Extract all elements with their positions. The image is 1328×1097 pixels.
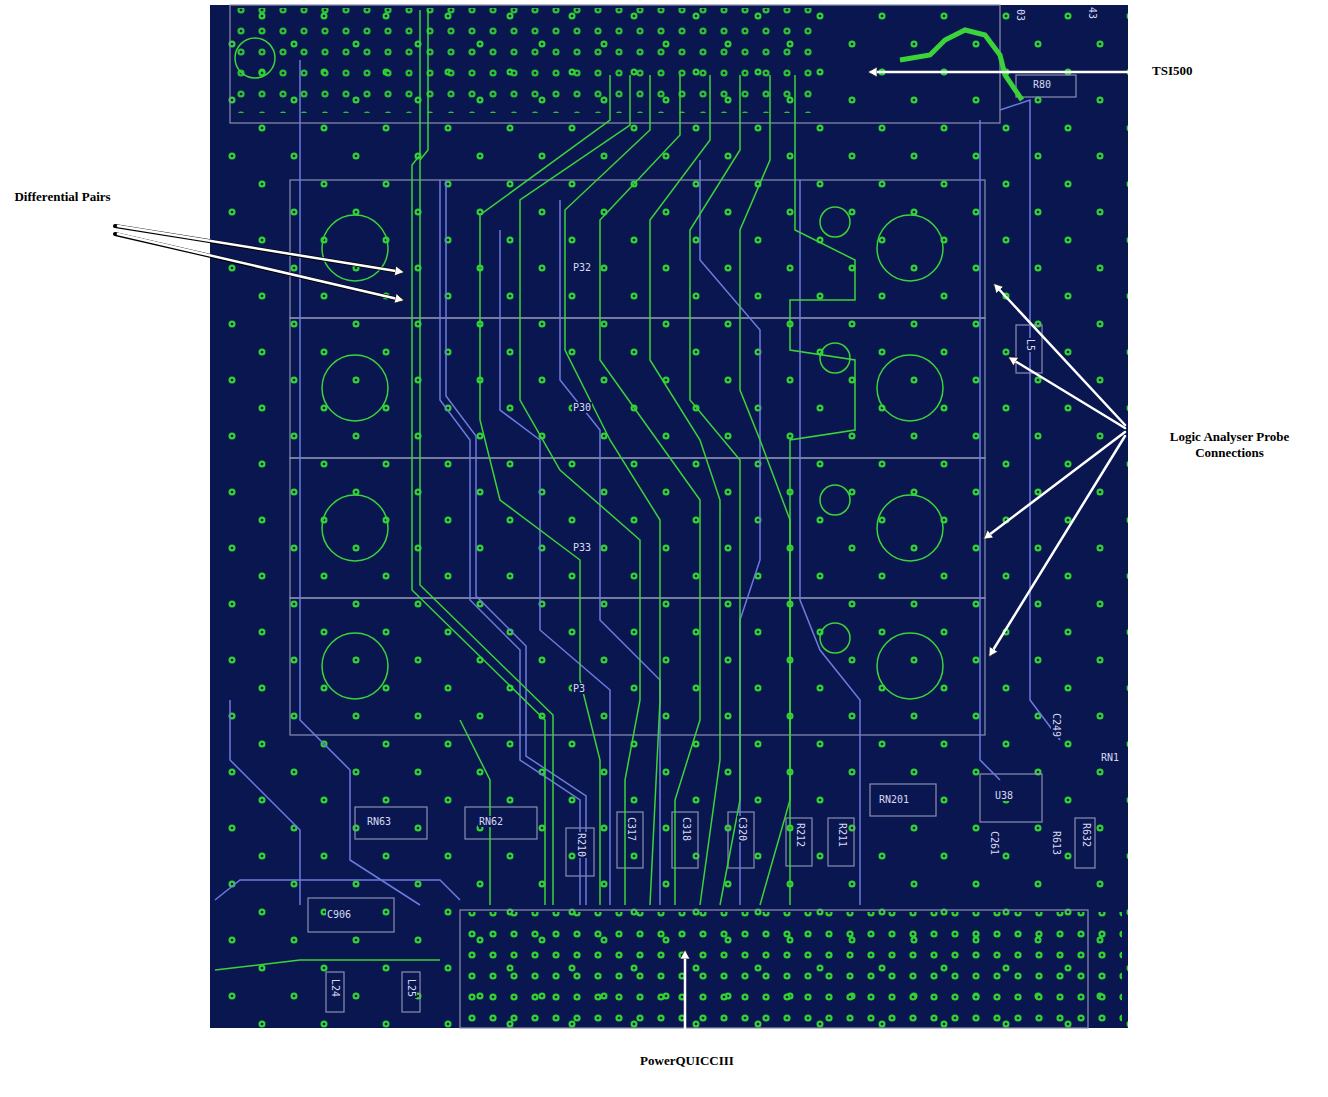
part-designator: RN1 bbox=[1100, 752, 1120, 763]
part-designator: 03 bbox=[1015, 8, 1026, 22]
part-designator: RN201 bbox=[878, 794, 910, 805]
part-designator: R80 bbox=[1032, 79, 1052, 90]
callout-label: Logic Analyser Probe Connections bbox=[1140, 428, 1319, 463]
part-designator: R613 bbox=[1051, 830, 1062, 856]
part-designator: P33 bbox=[572, 542, 592, 553]
part-designator: R210 bbox=[576, 832, 587, 858]
part-designator: C261 bbox=[989, 830, 1000, 856]
part-designator: 43 bbox=[1087, 6, 1098, 20]
part-designator: C317 bbox=[626, 816, 637, 842]
part-designator: U38 bbox=[994, 790, 1014, 801]
part-designator: L25 bbox=[406, 978, 417, 998]
part-designator: C906 bbox=[326, 909, 352, 920]
part-designator: P30 bbox=[572, 402, 592, 413]
callout-label: PowerQUICCIII bbox=[610, 1052, 764, 1070]
part-designator: L24 bbox=[330, 978, 341, 998]
part-designator: R211 bbox=[837, 822, 848, 848]
part-designator: P32 bbox=[572, 262, 592, 273]
callout-label: Differential Pairs bbox=[8, 188, 117, 206]
part-designator: L5 bbox=[1025, 338, 1036, 352]
part-designator: RN62 bbox=[478, 816, 504, 827]
part-designator: P3 bbox=[572, 683, 586, 694]
part-designator: C320 bbox=[737, 816, 748, 842]
part-designator: C318 bbox=[681, 816, 692, 842]
part-designator: R212 bbox=[795, 822, 806, 848]
part-designator: RN63 bbox=[366, 816, 392, 827]
callout-label: TSI500 bbox=[1150, 62, 1194, 80]
part-designator: R632 bbox=[1081, 822, 1092, 848]
part-designator: C249 bbox=[1051, 712, 1062, 738]
